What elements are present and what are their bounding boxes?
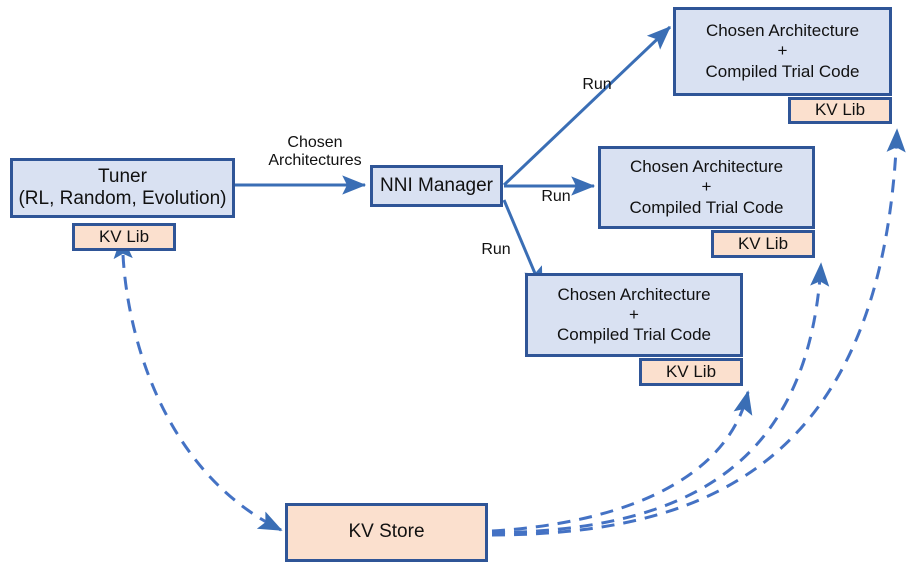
node-trial-2[interactable]: Chosen Architecture + Compiled Trial Cod… (598, 146, 815, 229)
edge-label-run-2: Run (541, 188, 571, 205)
edge-label-run-3: Run (481, 241, 511, 258)
edge-label-chosen-architectures: Chosen Architectures (268, 134, 362, 170)
node-trial-3[interactable]: Chosen Architecture + Compiled Trial Cod… (525, 273, 743, 357)
node-trial-1[interactable]: Chosen Architecture + Compiled Trial Cod… (673, 7, 892, 96)
edge-tuner-kvlib-to-kv-store (113, 234, 283, 532)
edge-label-run-1: Run (582, 76, 612, 93)
node-kv-store[interactable]: KV Store (285, 503, 488, 562)
node-trial-3-kv-lib[interactable]: KV Lib (639, 358, 743, 386)
node-nni-manager[interactable]: NNI Manager (370, 165, 503, 207)
node-trial-1-kv-lib[interactable]: KV Lib (788, 97, 892, 124)
node-tuner[interactable]: Tuner (RL, Random, Evolution) (10, 158, 235, 218)
edge-kv-store-to-trial-3-kvlib (491, 390, 753, 533)
node-trial-2-kv-lib[interactable]: KV Lib (711, 230, 815, 258)
node-tuner-kv-lib[interactable]: KV Lib (72, 223, 176, 251)
